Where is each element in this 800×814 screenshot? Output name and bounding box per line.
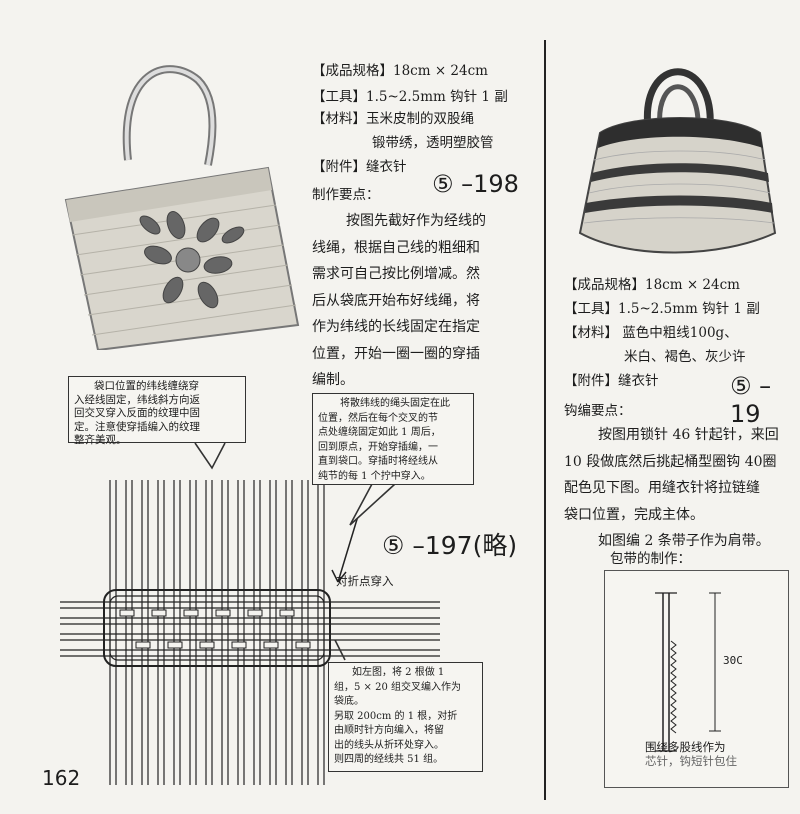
callout-line: 定。注意使穿插编入的纹理 [74,420,200,433]
page-number: 162 [42,766,81,790]
striped-bag-photo [570,48,785,268]
right-heading: 钩编要点： [564,403,632,419]
strap-heading: 包带的制作： [610,551,691,567]
callout-line: 组，5 × 20 组交叉编入作为 [334,681,462,693]
strap-caption: 围绕多股线作为 [645,740,726,754]
fold-point-label: 对折点穿入 [336,574,394,588]
mid-pattern-code: ⑤ –197(略) [382,531,518,560]
column-divider [544,40,546,800]
callout-line: 出的线头从折环处穿入。 [334,739,444,751]
callout-line: 如左图，将 2 根做 1 [352,667,445,678]
strap-length: 30C [723,654,743,667]
callout-top-left: 袋口位置的纬线缠绕穿 入经线固定，纬线斜方向返 回交叉穿入反面的纹理中固 定。注… [68,376,246,446]
weaving-diagram [0,470,440,790]
left-spec-material: 【材料】玉米皮制的双股绳 [312,111,474,127]
callout-line: 回到原点，开始穿插编，一 [318,441,438,453]
right-instruction-line: 袋口位置，完成主体。 [564,506,704,523]
left-heading: 制作要点： [312,187,380,203]
left-instruction-line: 作为纬线的长线固定在指定 [312,319,480,335]
callout-line: 位置，然后在每个交叉的节 [318,412,438,424]
right-spec-material-cont: 米白、褐色、灰少许 [624,349,746,365]
callout-line: 袋底。 [334,696,364,707]
right-instruction-line: 如图编 2 条带子作为肩带。 [598,533,770,549]
strap-diagram: 30C 围绕多股线作为 芯针，钩短针包住 [604,570,789,788]
left-instruction-line: 后从袋底开始布好线绳，将 [312,292,480,309]
callout-line: 整齐美观。 [74,434,127,446]
callout-line: 袋口位置的纬线缠绕穿 [94,380,199,392]
right-instruction-line: 按图用锁针 46 针起针，来回 [598,427,779,443]
right-spec-accessory: 【附件】缝衣针 [564,373,659,389]
straw-basket-photo [58,50,303,350]
left-spec-accessory: 【附件】缝衣针 [312,159,407,175]
callout-line: 纯节的每 1 个拧中穿入。 [318,470,431,482]
callout-line: 入经线固定，纬线斜方向返 [74,393,200,406]
callout-line: 由顺时针方向编入，将留 [334,725,444,736]
right-instruction-line: 配色见下图。用缝衣针将拉链缝 [564,480,760,496]
callout-line: 另取 200cm 的 1 根，对折 [334,710,458,722]
left-instruction-line: 需求可自己按比例增减。然 [312,266,480,282]
callout-bottom: 如左图，将 2 根做 1 组，5 × 20 组交叉编入作为 袋底。 另取 200… [328,662,483,772]
left-instruction-line: 位置，开始一圈一圈的穿插 [312,345,480,362]
strap-caption-2: 芯针，钩短针包住 [645,754,737,768]
left-spec-tool: 【工具】1.5~2.5mm 钩针 1 副 [312,89,508,105]
right-spec-material: 【材料】 蓝色中粗线100g、 [564,325,738,341]
left-spec-material-cont: 锻带绣，透明塑胶管 [372,135,494,151]
right-pattern-code: ⑤ –19 [730,372,772,428]
right-spec-tool: 【工具】1.5~2.5mm 钩针 1 副 [564,301,760,317]
right-instructions: 按图用锁针 46 针起针，来回 10 段做底然后挑起桶型圈钩 40圈 配色见下图… [564,422,800,555]
right-instruction-line: 10 段做底然后挑起桶型圈钩 40圈 [564,453,777,470]
callout-line: 将散纬线的绳头固定在此 [340,398,450,409]
left-instruction-line: 线绳，根据自己线的粗细和 [312,239,480,256]
callout-line: 直到袋口。穿插时将经线从 [318,456,438,467]
callout-top-right: 将散纬线的绳头固定在此 位置，然后在每个交叉的节 点处缠绕固定如此 1 周后， … [312,393,474,485]
left-pattern-code: ⑤ –198 [432,170,519,198]
callout-line: 点处缠绕固定如此 1 周后， [318,427,441,438]
right-spec-size: 【成品规格】18cm × 24cm [564,277,740,293]
callout-line: 则四周的经线共 51 组。 [334,754,444,765]
left-spec-size: 【成品规格】18cm × 24cm [312,63,488,79]
callout-line: 回交叉穿入反面的纹理中固 [74,407,200,419]
left-instructions: 按图先截好作为经线的 线绳，根据自己线的粗细和 需求可自己按比例增减。然 后从袋… [312,208,537,394]
left-instruction-line: 编制。 [312,372,354,388]
left-instruction-line: 按图先截好作为经线的 [346,213,486,229]
